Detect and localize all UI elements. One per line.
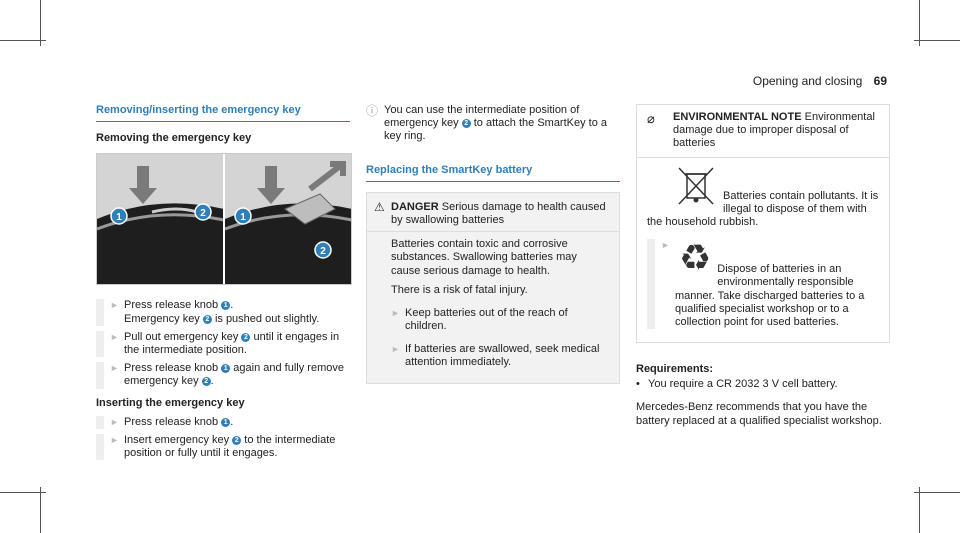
arrow-icon: ► [110,331,119,342]
title-rule [96,121,350,123]
crossed-bin-icon [678,167,714,205]
crop-mark [914,492,960,493]
env-label: ENVIRONMENTAL NOTE [673,111,802,123]
section-title: Removing/inserting the emergency key [96,104,301,116]
illustration-left: 1 2 [97,154,225,285]
callout-marker [314,241,332,260]
recycle-icon: ♻ [679,237,712,279]
info-icon: ⓘ [366,104,379,118]
illustration-right: 1 2 [225,161,351,285]
subsection-title: Removing the emergency key [96,132,252,145]
arrow-icon: ► [110,416,119,427]
callout-marker [110,207,128,226]
danger-box: ⚠ DANGER Serious damage to health caused… [366,191,620,384]
environmental-note-box: ⌀ ENVIRONMENTAL NOTE Environmental damag… [636,104,890,344]
step-item: ► Keep batteries out of the reach of chi… [391,306,568,333]
crop-mark [0,40,46,41]
arrow-icon: ► [391,307,400,318]
callout-1: 1 [116,212,122,223]
callout-2: 2 [320,246,326,257]
callout-1: 1 [240,212,246,223]
requirement-item: • You require a CR 2032 3 V cell battery… [636,378,838,391]
arrow-icon: ► [110,434,119,445]
crop-mark [40,0,41,46]
crop-mark [919,0,920,46]
key-illustration: 1 2 1 2 [96,153,352,286]
danger-label: DANGER [391,200,439,213]
step-item: ► If batteries are swallowed, seek medic… [391,343,600,369]
warning-icon: ⚠ [374,199,385,214]
danger-text: There is a risk of fatal injury. [391,283,528,296]
step-item: ► Insert emergency key 2 to the intermed… [96,433,350,461]
running-header: Opening and closing 69 [753,74,887,88]
crop-mark [914,40,960,41]
step-item: ► Press release knob 1.Emergency key 2 i… [96,299,350,326]
page-number: 69 [873,74,887,88]
arrow-icon: ► [391,344,400,355]
leaf-icon: ⌀ [647,111,655,126]
arrow-icon: ► [110,363,119,374]
column-1: Removing/inserting the emergency key Rem… [96,104,352,465]
step-item: ► Press release knob 1 again and fully r… [96,362,350,389]
title-rule [366,180,620,182]
callout-2: 2 [200,208,206,219]
step-item: ► Press release knob 1. [96,415,350,429]
env-heading: Environmental damage due to improper dis… [673,111,875,150]
crop-mark [919,487,920,533]
body-paragraph: Mercedes-Benz recommends that you have t… [636,401,882,427]
column-3: ⌀ ENVIRONMENTAL NOTE Environmental damag… [636,104,890,428]
step-item: ► ♻ Dispose of batteries in an environme… [647,237,879,330]
env-text: Batteries contain pollutants. It is ille… [647,189,879,228]
step-item: ► Pull out emergency key 2 until it enga… [96,330,350,358]
subsection-title: Inserting the emergency key [96,396,245,409]
crop-mark [40,487,41,533]
callout-marker [234,207,252,226]
requirements-title: Requirements: [636,363,714,376]
danger-heading: Serious damage to health caused by swall… [391,200,606,226]
callout-marker [194,203,212,222]
danger-text: Batteries contain toxic and corrosive su… [391,238,577,277]
arrow-icon: ► [110,300,119,311]
section-name: Opening and closing [752,74,863,88]
arrow-icon: ► [661,240,670,251]
column-2: ⓘ You can use the intermediate position … [366,104,620,384]
info-note: ⓘ You can use the intermediate position … [366,104,608,143]
crop-mark [0,492,46,493]
section-title: Replacing the SmartKey battery [366,163,533,176]
